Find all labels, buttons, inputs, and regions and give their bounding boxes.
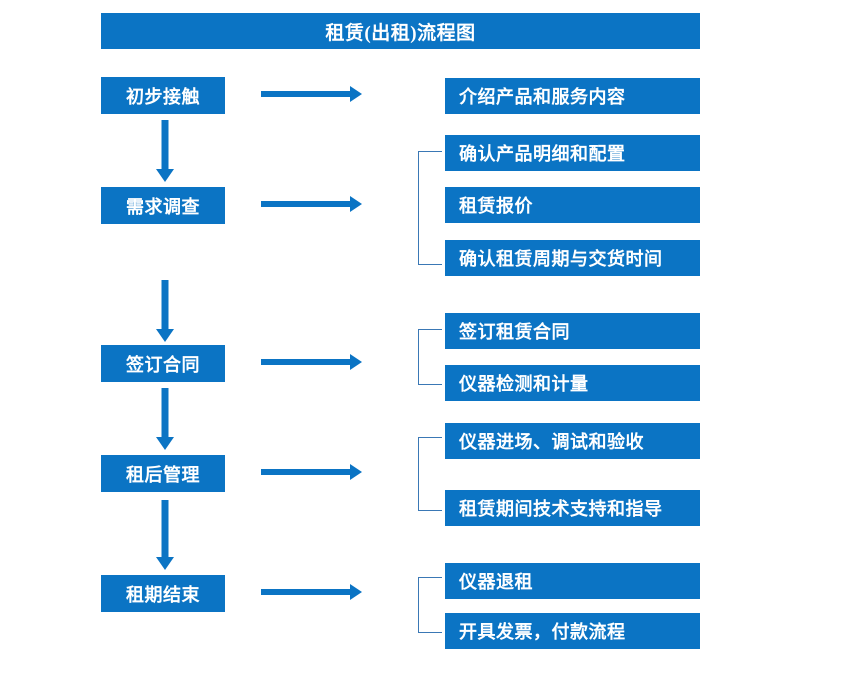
detail-box-instrument-entry-commissioning-acceptance[interactable]: 仪器进场、调试和验收 bbox=[445, 423, 700, 459]
arrow-right-demand-survey bbox=[261, 195, 362, 213]
detail-box-technical-support-during-rental[interactable]: 租赁期间技术支持和指导 bbox=[445, 490, 700, 526]
stage-box-demand-survey[interactable]: 需求调查 bbox=[101, 187, 225, 224]
stage-box-post-rental-management[interactable]: 租后管理 bbox=[101, 455, 225, 492]
diagram-title: 租赁(出租)流程图 bbox=[101, 13, 700, 49]
stage-box-rental-period-end[interactable]: 租期结束 bbox=[101, 575, 225, 612]
arrow-right-sign-contract bbox=[261, 353, 362, 371]
detail-box-invoice-payment-process[interactable]: 开具发票，付款流程 bbox=[445, 613, 700, 649]
arrow-right-post-rental-management bbox=[261, 463, 362, 481]
detail-box-sign-rental-contract[interactable]: 签订租赁合同 bbox=[445, 313, 700, 349]
detail-box-confirm-product-details-config[interactable]: 确认产品明细和配置 bbox=[445, 135, 700, 171]
arrow-down-post-rental-to-period-end bbox=[155, 500, 175, 570]
arrow-down-sign-contract-to-post-rental bbox=[155, 388, 175, 450]
detail-box-confirm-rental-period-delivery[interactable]: 确认租赁周期与交货时间 bbox=[445, 240, 700, 276]
stage-box-sign-contract[interactable]: 签订合同 bbox=[101, 345, 225, 382]
detail-box-introduce-products-services[interactable]: 介绍产品和服务内容 bbox=[445, 78, 700, 114]
detail-box-rental-quotation[interactable]: 租赁报价 bbox=[445, 187, 700, 223]
arrow-right-initial-contact bbox=[261, 85, 362, 103]
arrow-right-rental-period-end bbox=[261, 583, 362, 601]
arrow-down-initial-contact-to-demand-survey bbox=[155, 120, 175, 182]
detail-box-instrument-return[interactable]: 仪器退租 bbox=[445, 563, 700, 599]
bracket-group-rental-period-end bbox=[418, 577, 442, 633]
bracket-group-demand-survey bbox=[418, 151, 442, 265]
detail-box-instrument-testing-metering[interactable]: 仪器检测和计量 bbox=[445, 365, 700, 401]
bracket-group-post-rental-management bbox=[418, 437, 442, 511]
arrow-down-demand-survey-to-sign-contract bbox=[155, 280, 175, 342]
bracket-group-sign-contract bbox=[418, 329, 442, 385]
stage-box-initial-contact[interactable]: 初步接触 bbox=[101, 77, 225, 114]
